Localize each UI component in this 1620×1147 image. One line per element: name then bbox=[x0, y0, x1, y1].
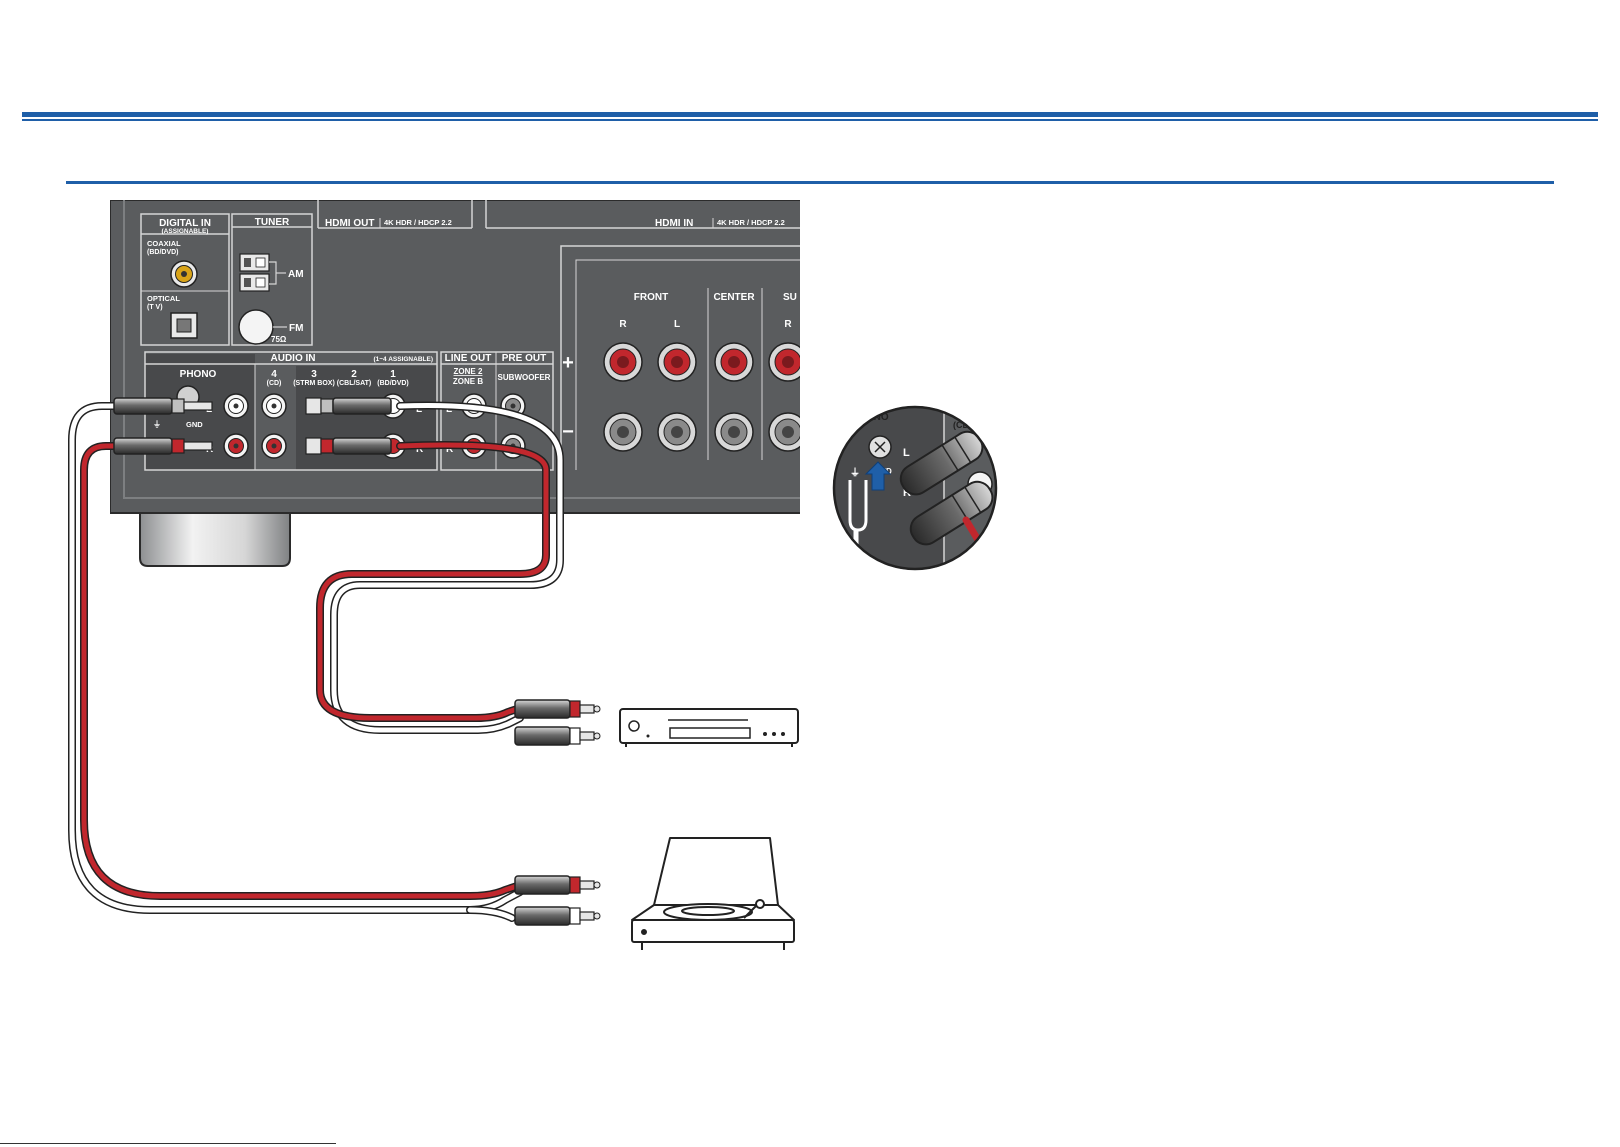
input4-source: (CD) bbox=[267, 380, 282, 387]
speaker-terminal bbox=[714, 412, 754, 452]
line-out-label: LINE OUT bbox=[445, 353, 492, 364]
audio-in-label: AUDIO IN bbox=[271, 353, 316, 364]
turntable-icon bbox=[631, 837, 795, 950]
rca-plug bbox=[305, 397, 392, 415]
coaxial-jack bbox=[170, 260, 198, 288]
inset-cd-label: (CD bbox=[953, 420, 969, 430]
cd-player-icon bbox=[619, 708, 799, 747]
rca-jack bbox=[261, 433, 287, 459]
tuner-label: TUNER bbox=[255, 217, 290, 228]
rca-plug bbox=[514, 875, 601, 895]
phono-label: PHONO bbox=[180, 369, 217, 380]
rca-jack bbox=[261, 393, 287, 419]
pre-out-label: PRE OUT bbox=[502, 353, 546, 364]
header-rule bbox=[22, 112, 1598, 122]
phono-ground-inset: PHONO (CD L R GND ⏚ bbox=[832, 405, 998, 571]
hdmi-in-spec: 4K HDR / HDCP 2.2 bbox=[717, 218, 785, 227]
audio-in-r-label: R bbox=[416, 444, 424, 455]
optical-label: OPTICAL bbox=[147, 294, 180, 303]
coaxial-source: (BD/DVD) bbox=[147, 249, 179, 256]
am-terminal bbox=[239, 253, 286, 292]
input1-label: 1 bbox=[390, 369, 396, 380]
fm-label: FM bbox=[289, 323, 303, 334]
inset-ground-symbol: ⏚ bbox=[850, 467, 860, 479]
assignable-range-label: (1~4 ASSIGNABLE) bbox=[373, 356, 433, 363]
minus-label: − bbox=[562, 421, 574, 443]
input2-label: 2 bbox=[351, 369, 357, 380]
hdmi-out-spec: 4K HDR / HDCP 2.2 bbox=[384, 218, 452, 227]
section-rule bbox=[66, 181, 1554, 184]
fm-ohm-label: 75Ω bbox=[271, 335, 287, 344]
speaker-terminal bbox=[657, 412, 697, 452]
hdmi-out-label: HDMI OUT bbox=[325, 218, 374, 229]
front-l-label: L bbox=[674, 319, 680, 330]
plus-label: + bbox=[562, 352, 574, 374]
surround-r-label: R bbox=[784, 319, 792, 330]
rca-plug bbox=[305, 437, 392, 455]
assignable-label: (ASSIGNABLE) bbox=[162, 228, 209, 235]
phono-gnd-label: GND bbox=[186, 420, 203, 429]
inset-r-label: R bbox=[903, 487, 911, 499]
input2-source: (CBL/SAT) bbox=[337, 380, 371, 387]
rca-plug bbox=[113, 437, 213, 455]
front-r-label: R bbox=[619, 319, 627, 330]
ground-arrow-icon bbox=[864, 461, 892, 491]
rca-jack bbox=[223, 393, 249, 419]
input3-label: 3 bbox=[311, 369, 317, 380]
speaker-terminal bbox=[603, 412, 643, 452]
ground-symbol: ⏚ bbox=[153, 420, 161, 429]
line-out-r-label: R bbox=[446, 444, 454, 455]
rca-plug bbox=[514, 699, 601, 719]
subwoofer-label: SUBWOOFER bbox=[498, 373, 551, 382]
input4-label: 4 bbox=[271, 369, 277, 380]
hdmi-in-label: HDMI IN bbox=[655, 218, 693, 229]
rca-plug bbox=[514, 726, 601, 746]
surround-label: SU bbox=[783, 292, 797, 303]
digital-in-label: DIGITAL IN bbox=[159, 218, 211, 229]
input3-source: (STRM BOX) bbox=[293, 380, 335, 387]
zoneb-label: ZONE B bbox=[453, 377, 483, 386]
speaker-terminal bbox=[768, 342, 800, 382]
cd-cable bbox=[316, 401, 564, 734]
rca-plug bbox=[514, 906, 601, 926]
rca-plug bbox=[113, 397, 213, 415]
coaxial-label: COAXIAL bbox=[147, 239, 181, 248]
speaker-terminal bbox=[768, 412, 800, 452]
speaker-terminal bbox=[657, 342, 697, 382]
front-label: FRONT bbox=[634, 292, 668, 303]
footer-rule bbox=[0, 1143, 336, 1144]
inset-l-label: L bbox=[903, 447, 910, 459]
zone2-label: ZONE 2 bbox=[454, 367, 483, 376]
fm-jack bbox=[238, 309, 287, 345]
rca-jack bbox=[223, 433, 249, 459]
turntable-cable bbox=[68, 402, 524, 922]
optical-jack bbox=[170, 312, 198, 339]
input1-source: (BD/DVD) bbox=[377, 380, 409, 387]
receiver-foot bbox=[139, 504, 291, 567]
center-label: CENTER bbox=[713, 292, 755, 303]
receiver-rear-panel: HDMI OUT 4K HDR / HDCP 2.2 HDMI IN 4K HD… bbox=[110, 200, 800, 514]
speaker-terminal bbox=[714, 342, 754, 382]
am-label: AM bbox=[288, 269, 304, 280]
optical-source: (T V) bbox=[147, 304, 163, 311]
speaker-terminal bbox=[603, 342, 643, 382]
